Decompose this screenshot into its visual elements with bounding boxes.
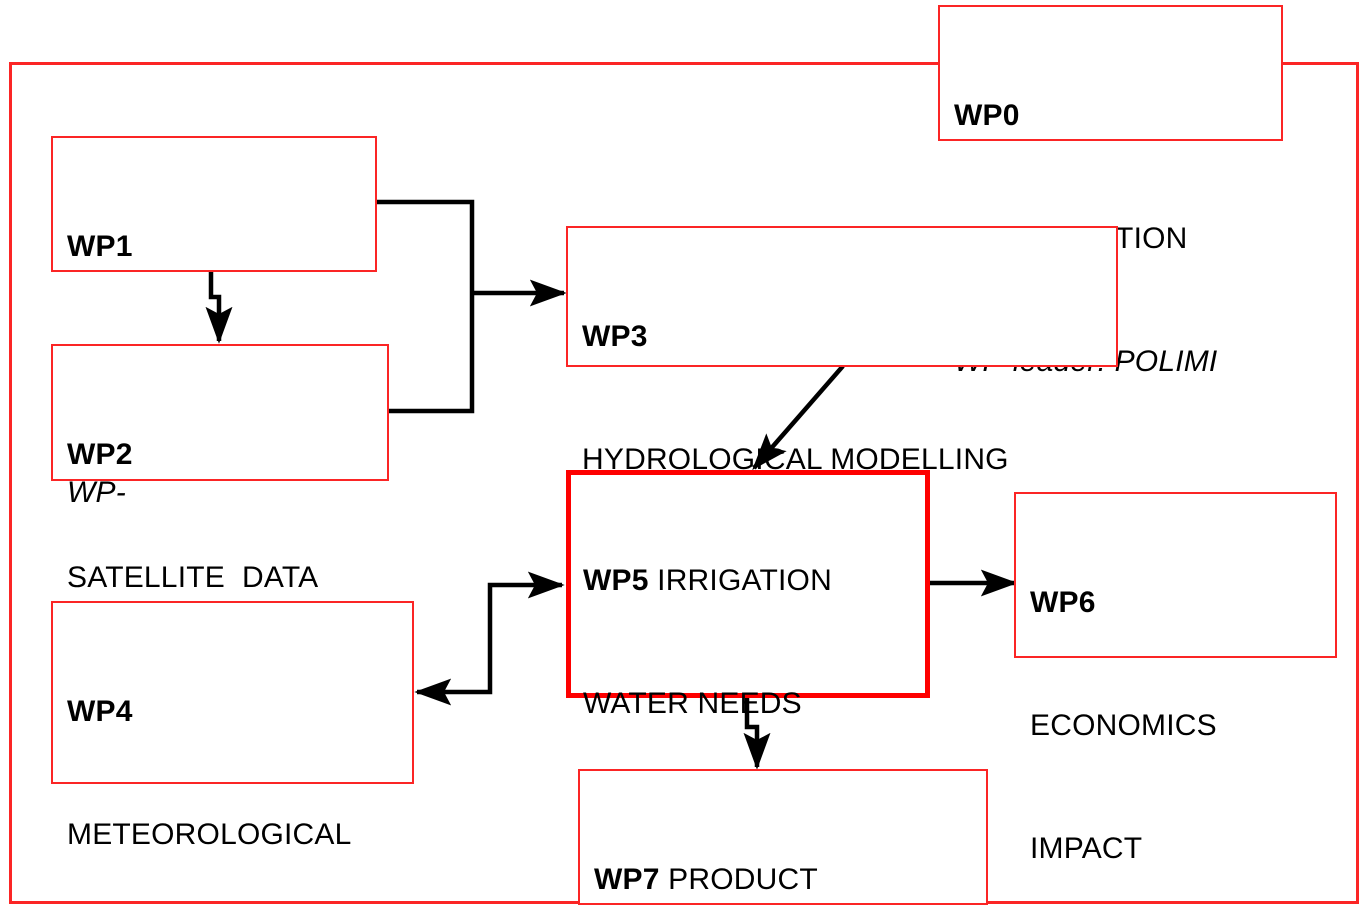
wp1-code: WP1 [67, 230, 133, 263]
wp2-code: WP2 [67, 438, 133, 471]
wp5-name-line2: WATER NEEDS [583, 687, 802, 720]
wp5-title-line: WP5 IRRIGATION [583, 560, 925, 601]
wp-box-wp6[interactable]: WP6 ECONOMICS IMPACT WP-leader:UNI-TU [1014, 492, 1337, 865]
wp6-code: WP6 [1030, 586, 1096, 619]
wp0-code: WP0 [954, 99, 1020, 132]
wp-box-wp5[interactable]: WP5 IRRIGATION WATER NEEDS REAL TIME AND… [566, 470, 930, 843]
wp6-text: WP6 ECONOMICS IMPACT WP-leader:UNI-TU [1016, 494, 1335, 919]
wp-box-wp4[interactable]: WP4 METEOROLOGICAL FORECAST WP-leader:UN… [51, 601, 414, 851]
wp7-name-line1: PRODUCT [659, 863, 818, 896]
wp6-name-line2: IMPACT [1030, 832, 1143, 865]
wp4-code: WP4 [67, 695, 133, 728]
wp-box-wp1[interactable]: WP1 GROUND DATA WP- leader:POLIMI [51, 136, 377, 632]
wp-box-wp3[interactable]: WP3 HYDROLOGICAL MODELLING WP-leader: TU… [566, 226, 1118, 599]
wp4-name-line1: METEOROLOGICAL [67, 818, 352, 851]
wp4-text: WP4 METEOROLOGICAL FORECAST WP-leader:UN… [53, 603, 412, 919]
wp7-text: WP7 PRODUCT IMPLEMENTATION WP-leader: MM… [580, 771, 986, 919]
wp7-title-line: WP7 PRODUCT [594, 859, 986, 900]
wp-box-wp2[interactable]: WP2 SATELLITE DATA WP-leader: UVES [51, 344, 389, 717]
wp7-code: WP7 [594, 863, 660, 896]
wp5-name-line1: IRRIGATION [648, 564, 832, 597]
wp6-name-line1: ECONOMICS [1030, 709, 1217, 742]
wp-box-wp0[interactable]: WP0 COORDINATION WP-leader: POLIMI [938, 5, 1283, 378]
wp5-code: WP5 [583, 564, 649, 597]
wp3-code: WP3 [582, 320, 648, 353]
wp2-name: SATELLITE DATA [67, 561, 319, 594]
wp1-leader-part1: WP- [67, 476, 126, 509]
wp-box-wp7[interactable]: WP7 PRODUCT IMPLEMENTATION WP-leader: MM… [578, 769, 988, 905]
